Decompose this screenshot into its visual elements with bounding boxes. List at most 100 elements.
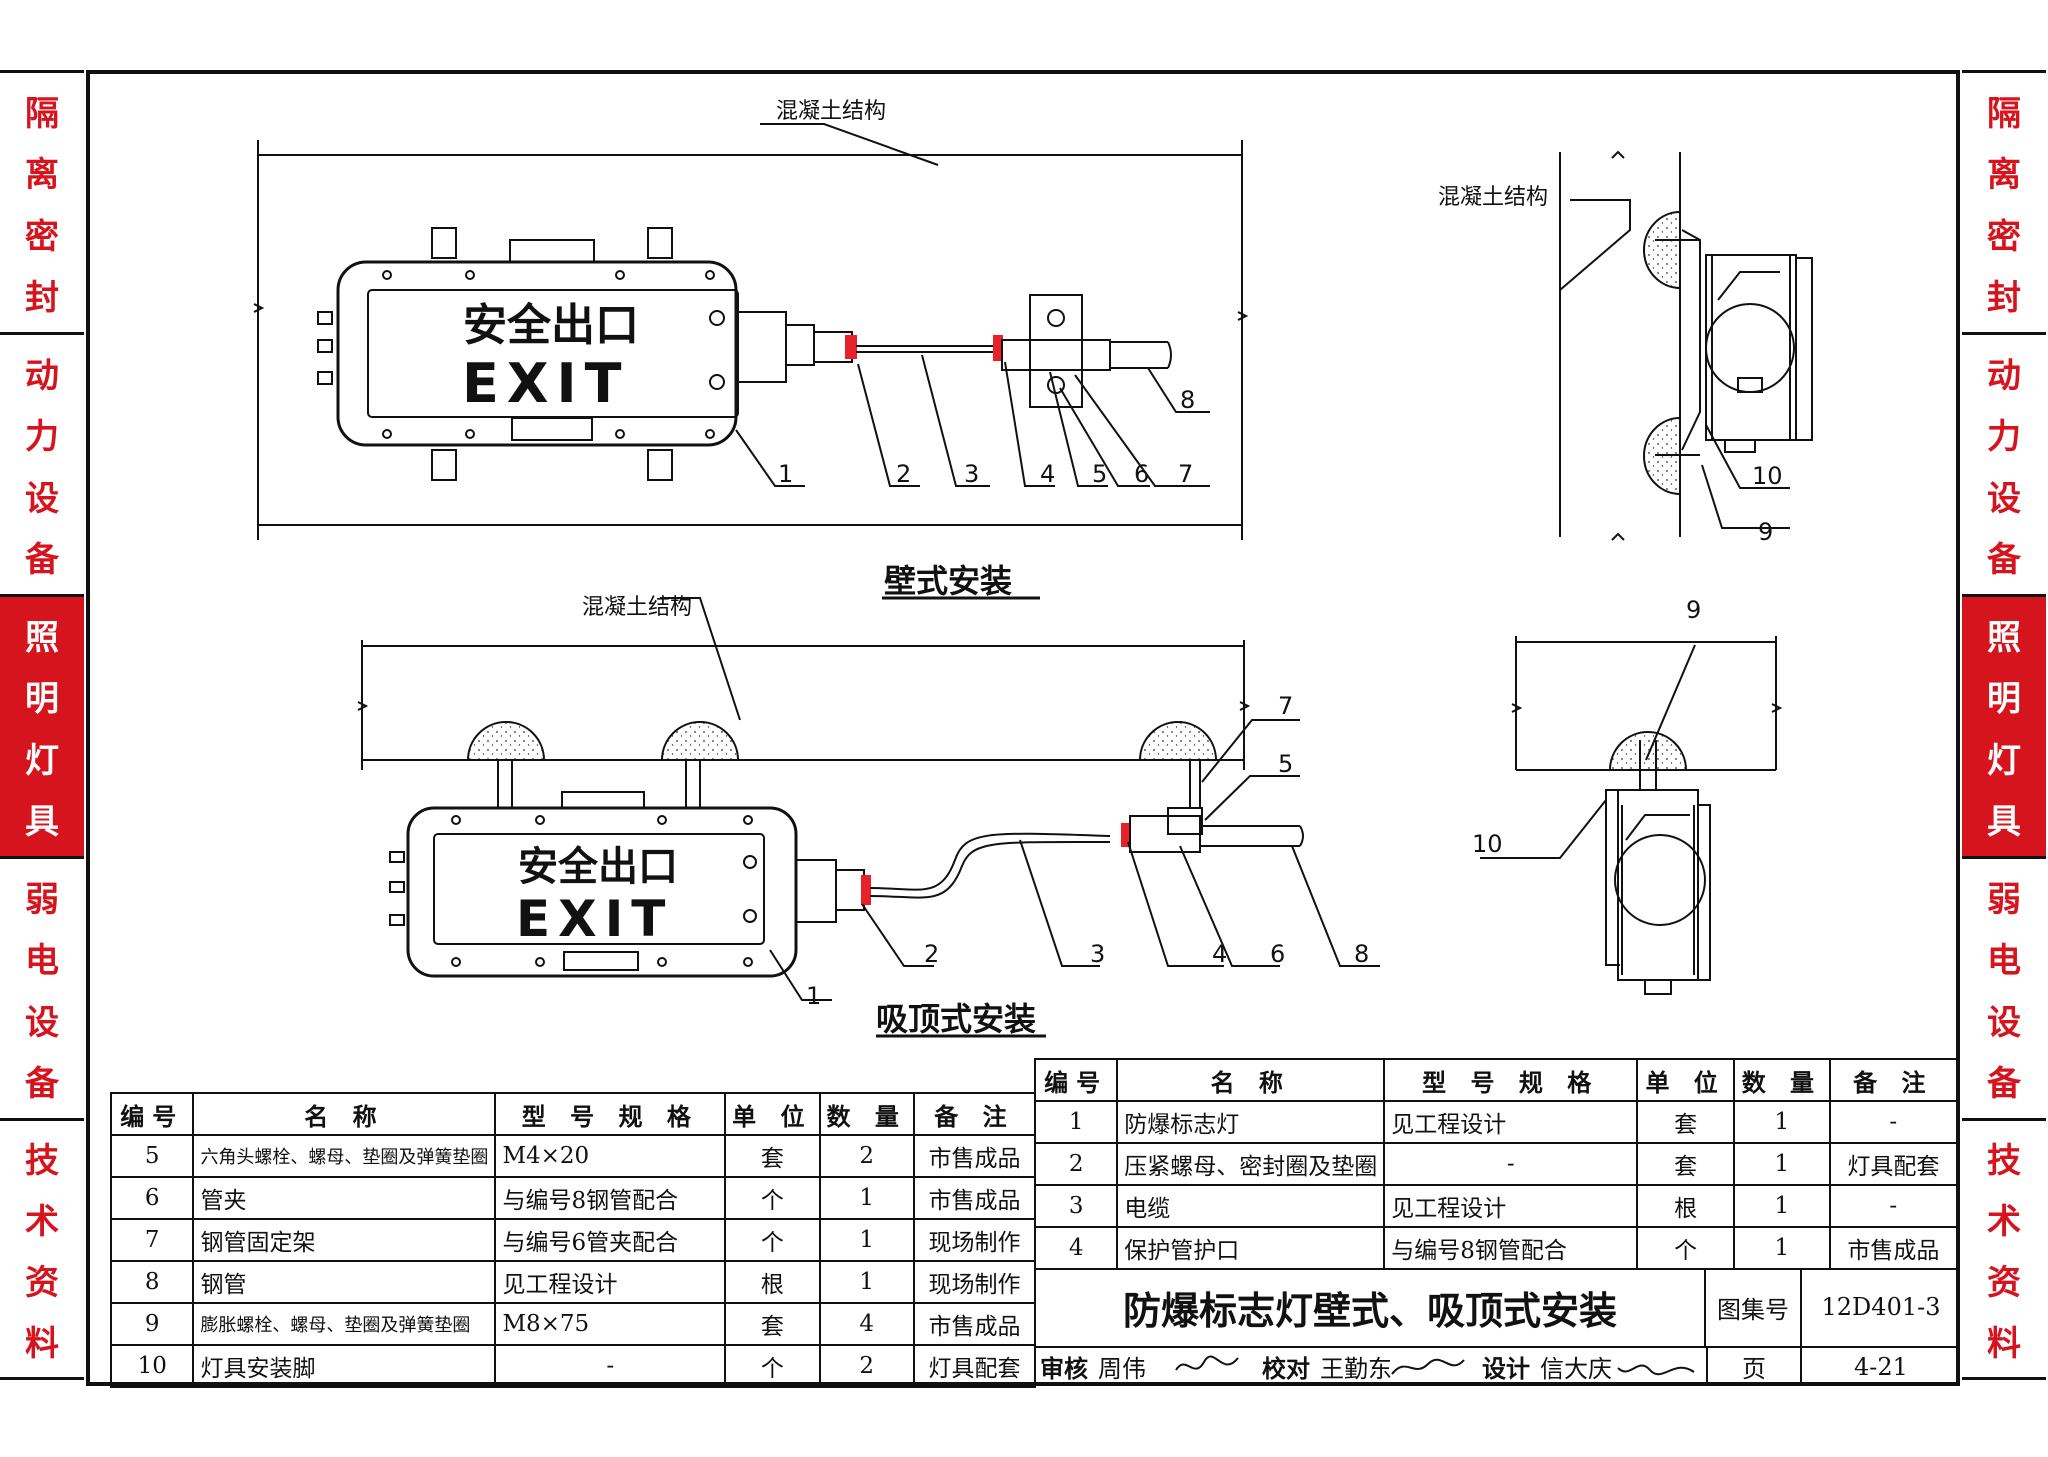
sidebar-char: 设 <box>25 1002 59 1043</box>
sidebar-char: 明 <box>25 679 59 720</box>
sidebar-char: 资 <box>1987 1263 2021 1303</box>
cell-spec: 见工程设计 <box>1383 1184 1639 1228</box>
cell-no: 4 <box>1033 1226 1119 1270</box>
cell-no: 8 <box>109 1260 195 1304</box>
cell-spec: 见工程设计 <box>494 1260 727 1304</box>
cell-spec: 与编号6管夹配合 <box>494 1218 727 1262</box>
col-header-spec: 型 号 规 格 <box>494 1092 727 1136</box>
cell-qty: 1 <box>1733 1100 1831 1144</box>
checker-name: 王勤东 <box>1320 1355 1392 1383</box>
designer-name: 信大庆 <box>1540 1355 1612 1383</box>
sidebar-section-power[interactable]: 动 力 设 备 <box>0 332 84 594</box>
table-row: 9 膨胀螺栓、螺母、垫圈及弹簧垫圈 M8×75 套 4 市售成品 <box>109 1302 1037 1346</box>
exit-sign-english: EXIT <box>462 352 629 415</box>
reviewer-name: 周伟 <box>1098 1355 1146 1383</box>
table-row: 10 灯具安装脚 - 个 2 灯具配套 <box>109 1344 1037 1388</box>
sidebar-char: 术 <box>25 1202 59 1242</box>
callout-10-wall-side: 10 <box>1752 462 1783 490</box>
parts-table-left: 编号 名 称 型 号 规 格 单 位 数 量 备 注 5 六角头螺栓、螺母、垫圈… <box>109 1092 1037 1388</box>
callout-1: 1 <box>778 460 793 488</box>
sidebar-section-tech-docs[interactable]: 技 术 资 料 <box>0 1118 84 1380</box>
sidebar-char: 技 <box>1987 1141 2021 1181</box>
sidebar-section-power-right[interactable]: 动 力 设 备 <box>1962 332 2046 594</box>
exit-sign-chinese: 安全出口 <box>463 300 639 351</box>
sidebar-section-lighting[interactable]: 照 明 灯 具 <box>0 594 84 856</box>
sidebar-char: 设 <box>1987 1002 2021 1043</box>
col-header-unit: 单 位 <box>1636 1058 1736 1102</box>
sidebar-char: 资 <box>25 1263 59 1303</box>
cell-remark: - <box>1828 1184 1959 1228</box>
col-header-remark: 备 注 <box>912 1092 1037 1136</box>
table-header-row: 编号 名 称 型 号 规 格 单 位 数 量 备 注 <box>1033 1058 1959 1102</box>
sidebar-section-tech-docs-right[interactable]: 技 术 资 料 <box>1962 1118 2046 1380</box>
callout-4: 4 <box>1040 460 1055 488</box>
sidebar-section-lighting-right[interactable]: 照 明 灯 具 <box>1962 594 2046 856</box>
sidebar-char: 料 <box>1987 1324 2021 1364</box>
sidebar-char: 密 <box>25 216 59 257</box>
cell-qty: 1 <box>1733 1226 1831 1270</box>
cell-remark: 市售成品 <box>912 1302 1037 1346</box>
sidebar-char: 技 <box>25 1141 59 1181</box>
cell-no: 6 <box>109 1176 195 1220</box>
sidebar-char: 设 <box>25 478 59 519</box>
design-label: 设计 <box>1482 1354 1530 1383</box>
cell-remark: 市售成品 <box>912 1134 1037 1178</box>
cell-no: 10 <box>109 1344 195 1388</box>
title-block: 防爆标志灯壁式、吸顶式安装 图集号 12D401-3 审核 周伟 校对 王勤东 … <box>1034 1268 1960 1385</box>
sidebar-section-weak-current[interactable]: 弱 电 设 备 <box>0 856 84 1118</box>
callout-6: 6 <box>1134 460 1149 488</box>
cell-unit: 个 <box>724 1218 821 1262</box>
sidebar-char: 封 <box>1987 278 2021 319</box>
col-header-name: 名 称 <box>192 1092 497 1136</box>
col-header-unit: 单 位 <box>724 1092 821 1136</box>
designer-signature <box>1617 1364 1695 1376</box>
sidebar-char: 弱 <box>1987 879 2021 920</box>
sidebar-section-weak-current-right[interactable]: 弱 电 设 备 <box>1962 856 2046 1118</box>
cell-no: 3 <box>1033 1184 1119 1228</box>
cell-spec: 与编号8钢管配合 <box>1383 1226 1639 1270</box>
cell-unit: 根 <box>724 1260 821 1304</box>
drawing-title: 防爆标志灯壁式、吸顶式安装 <box>1036 1268 1706 1348</box>
sidebar-char: 离 <box>1987 155 2021 196</box>
callout-3: 3 <box>964 460 979 488</box>
sidebar-section-isolation[interactable]: 隔 离 密 封 <box>0 70 84 332</box>
sidebar-section-isolation-right[interactable]: 隔 离 密 封 <box>1962 70 2046 332</box>
sidebar-char: 灯 <box>1987 740 2021 781</box>
sidebar-char: 隔 <box>25 93 59 134</box>
sidebar-char: 电 <box>1987 941 2021 982</box>
col-header-no: 编号 <box>109 1092 195 1136</box>
cell-remark: 灯具配套 <box>912 1344 1037 1388</box>
cell-qty: 1 <box>818 1260 915 1304</box>
exit-sign-english-ceiling: EXIT <box>516 890 673 948</box>
cell-qty: 2 <box>818 1134 915 1178</box>
cell-remark: 灯具配套 <box>1828 1142 1959 1186</box>
review-label: 审核 <box>1040 1354 1088 1383</box>
cell-unit: 套 <box>724 1134 821 1178</box>
cell-name: 压紧螺母、密封圈及垫圈 <box>1116 1142 1386 1186</box>
callout-9-wall-side: 9 <box>1758 518 1773 546</box>
callout-6-ceiling: 6 <box>1270 940 1285 968</box>
callout-numbers: 1 2 3 4 5 6 7 8 10 9 1 2 3 4 5 6 7 8 9 1… <box>778 386 1783 1010</box>
table-row: 8 钢管 见工程设计 根 1 现场制作 <box>109 1260 1037 1304</box>
callout-8: 8 <box>1180 386 1195 414</box>
cell-name: 防爆标志灯 <box>1116 1100 1386 1144</box>
cell-unit: 个 <box>724 1176 821 1220</box>
atlas-number: 12D401-3 <box>1802 1268 1960 1348</box>
table-row: 4 保护管护口 与编号8钢管配合 个 1 市售成品 <box>1033 1226 1959 1270</box>
cell-unit: 套 <box>1636 1100 1736 1144</box>
atlas-label: 图集号 <box>1706 1268 1802 1348</box>
checker-signature <box>1391 1358 1465 1375</box>
callout-7: 7 <box>1178 460 1193 488</box>
right-sidebar: 隔 离 密 封 动 力 设 备 照 明 灯 具 弱 电 设 备 技 术 资 料 <box>1962 70 2046 1380</box>
sidebar-char: 备 <box>25 1064 59 1105</box>
sidebar-char: 备 <box>1987 1064 2021 1105</box>
col-header-qty: 数 量 <box>1733 1058 1831 1102</box>
cell-spec: - <box>1383 1142 1639 1186</box>
col-header-no: 编号 <box>1033 1058 1119 1102</box>
sidebar-char: 照 <box>25 617 59 658</box>
caption-ceiling-mount: 吸顶式安装 <box>876 1000 1036 1038</box>
table-header-row: 编号 名 称 型 号 规 格 单 位 数 量 备 注 <box>109 1092 1037 1136</box>
col-header-remark: 备 注 <box>1828 1058 1959 1102</box>
cell-spec: - <box>494 1344 727 1388</box>
sidebar-char: 弱 <box>25 879 59 920</box>
